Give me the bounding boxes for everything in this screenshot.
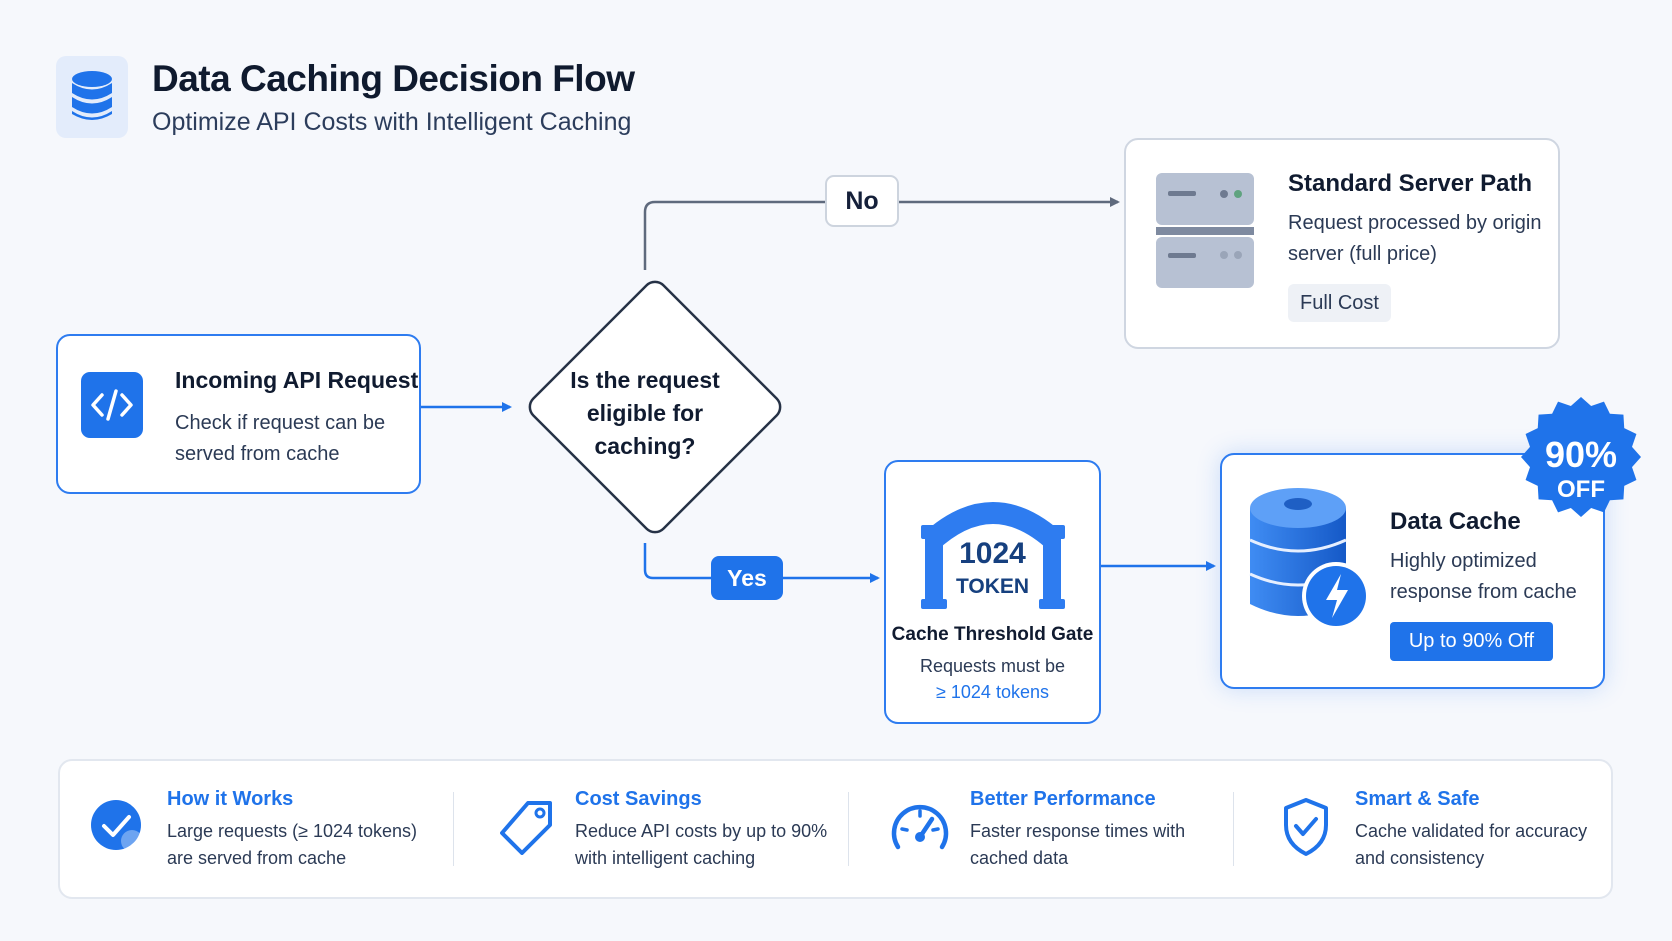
database-lightning-icon <box>1249 488 1370 630</box>
badge-label: OFF <box>1557 476 1605 503</box>
divider <box>848 792 849 866</box>
page-title: Data Caching Decision Flow <box>152 58 635 99</box>
decision-text: Is the request eligible for caching? <box>570 367 720 459</box>
no-label: No <box>825 175 899 227</box>
feature-description: Cache validated for accuracy and consist… <box>1355 821 1588 868</box>
features-panel <box>58 759 1613 899</box>
gate-token-requirement: ≥ 1024 tokens <box>936 682 1049 702</box>
decision-diamond <box>528 280 782 534</box>
gate-title: Cache Threshold Gate <box>891 624 1094 645</box>
feature-title: How it Works <box>167 788 294 810</box>
arrow-no-path <box>643 200 825 270</box>
feature-title: Smart & Safe <box>1355 788 1480 810</box>
code-icon <box>91 389 133 421</box>
shield-check-icon <box>1284 798 1328 856</box>
page-subtitle: Optimize API Costs with Intelligent Cach… <box>152 108 632 136</box>
server-icon <box>1156 173 1254 288</box>
yes-label: Yes <box>711 556 783 600</box>
feature-description: Large requests (≥ 1024 tokens) are serve… <box>167 821 418 868</box>
arch-gate-icon <box>921 502 1065 609</box>
speedometer-icon <box>891 804 949 850</box>
divider <box>1233 792 1234 866</box>
gate-token-unit: TOKEN <box>955 575 1030 598</box>
price-tag-icon <box>500 801 552 855</box>
feature-title: Cost Savings <box>575 788 702 810</box>
code-icon-tile <box>81 372 143 438</box>
discount-button[interactable]: Up to 90% Off <box>1390 622 1553 661</box>
cache-description: Highly optimized response from cache <box>1390 550 1577 603</box>
gate-token-number: 1024 <box>959 537 1026 570</box>
cache-title: Data Cache <box>1390 508 1521 535</box>
server-description: Request processed by origin server (full… <box>1288 212 1542 265</box>
server-title: Standard Server Path <box>1288 170 1533 197</box>
discount-badge-icon <box>1521 397 1641 517</box>
feature-title: Better Performance <box>970 788 1156 810</box>
incoming-description: Check if request can be served from cach… <box>175 412 386 465</box>
incoming-request-card <box>56 334 421 494</box>
full-cost-tag: Full Cost <box>1288 284 1391 322</box>
incoming-title: Incoming API Request <box>175 367 419 393</box>
check-circle-icon <box>91 800 143 852</box>
arrow-yes-path <box>643 543 711 580</box>
feature-description: Faster response times with cached data <box>970 821 1186 868</box>
feature-description: Reduce API costs by up to 90% with intel… <box>575 821 828 868</box>
badge-value: 90% <box>1544 434 1618 475</box>
gate-description: Requests must be <box>919 656 1066 676</box>
divider <box>453 792 454 866</box>
logo-tile <box>56 56 128 138</box>
database-icon <box>72 71 112 120</box>
